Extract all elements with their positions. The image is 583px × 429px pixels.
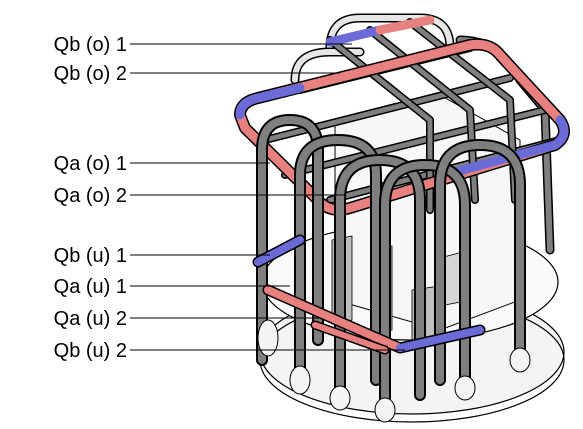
callout-qb-o-1: Qb (o) 1: [54, 34, 127, 56]
callout-qa-u-1: Qa (u) 1: [54, 276, 127, 298]
lower-ring-blue: [396, 326, 484, 352]
foot: [509, 347, 531, 373]
callout-qa-o-1: Qa (o) 1: [54, 153, 127, 175]
foot: [289, 365, 311, 395]
upper-ring-blue: [325, 25, 385, 47]
foot: [329, 385, 351, 411]
front-arch: [336, 156, 424, 399]
leader-lines: [130, 43, 405, 351]
back-arch: [327, 15, 453, 51]
back-arch: [292, 49, 363, 83]
feet: [257, 319, 531, 423]
callout-qb-u-2: Qb (u) 2: [54, 340, 127, 362]
lower-ring-red: [264, 286, 404, 352]
lower-ring-blue: [254, 236, 304, 266]
foot: [454, 375, 476, 401]
callout-labels: Qb (o) 1 Qb (o) 2 Qa (o) 1 Qa (o) 2 Qb (…: [54, 34, 127, 362]
callout-qb-o-2: Qb (o) 2: [54, 63, 127, 85]
front-arch: [436, 141, 524, 384]
upper-ring-blue: [235, 83, 305, 120]
callout-qb-u-1: Qb (u) 1: [54, 245, 127, 267]
upper-ring-blue: [450, 115, 569, 177]
callout-qa-u-2: Qa (u) 2: [54, 308, 127, 330]
upper-ring: [234, 15, 570, 216]
lower-ring: [252, 234, 486, 355]
lattice-bar: [282, 107, 548, 178]
callout-qa-o-2: Qa (o) 2: [54, 185, 127, 207]
lower-ring-red: [312, 322, 388, 353]
upper-ring-red: [375, 15, 435, 35]
foot: [374, 397, 396, 423]
foot: [257, 319, 279, 357]
front-arch: [381, 161, 469, 414]
front-arches: [256, 114, 526, 416]
